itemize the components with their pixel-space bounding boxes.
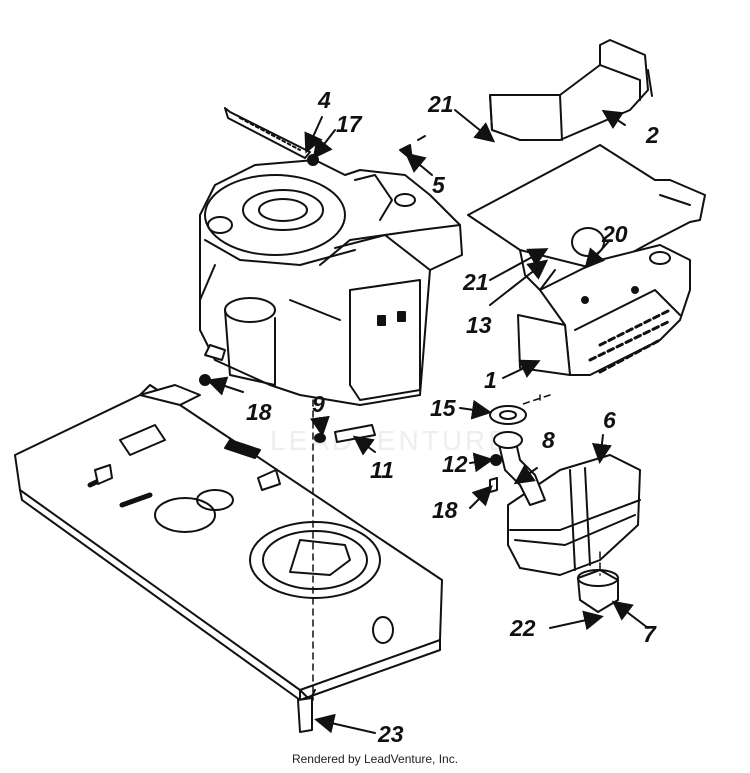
callout-13: 13: [466, 312, 492, 338]
callout-22: 22: [509, 615, 536, 641]
top-shield: [489, 39, 653, 141]
callout-4: 4: [317, 87, 331, 113]
callout-8: 8: [542, 427, 555, 453]
bolt-part-18: [489, 477, 498, 493]
linkage-rod: [224, 107, 319, 166]
bolt-part-11: [334, 424, 376, 443]
engine: [199, 159, 463, 406]
gasket-part-15: [489, 405, 527, 425]
watermark: LEADVENTURE: [270, 425, 510, 456]
callout-11: 11: [370, 457, 394, 483]
callout-labels: 4 17 5 21 2 20 21 13 1 18 9 11 15 12 18 …: [246, 87, 659, 747]
chassis-frame: [14, 384, 443, 701]
callout-20: 20: [601, 221, 628, 247]
callout-21-mid: 21: [462, 269, 489, 295]
callout-1: 1: [484, 367, 497, 393]
bolt-part-23: [297, 697, 313, 733]
callout-21-top: 21: [427, 91, 454, 117]
deflector-part-7: [577, 569, 619, 613]
callout-23: 23: [377, 721, 404, 747]
callout-17: 18: [246, 399, 272, 425]
callout-6: 6: [603, 407, 616, 433]
callout-14: 17: [336, 111, 363, 137]
callout-9: 9: [312, 391, 325, 417]
nut-part-12: [490, 454, 502, 466]
assembly-lines: [312, 394, 601, 701]
footer-credit: Rendered by LeadVenture, Inc.: [291, 752, 459, 766]
fitting-part-17: [199, 374, 211, 386]
callout-5: 5: [432, 172, 446, 198]
washer-part-9: [314, 433, 326, 443]
callout-2: 2: [645, 122, 659, 148]
callout-12: 12: [442, 451, 468, 477]
callout-18: 18: [432, 497, 458, 523]
callout-15: 15: [430, 395, 457, 421]
callout-7: 7: [643, 621, 657, 647]
callout-arrows: [206, 109, 649, 734]
muffler: [493, 431, 641, 576]
grille-housing: [517, 244, 691, 376]
